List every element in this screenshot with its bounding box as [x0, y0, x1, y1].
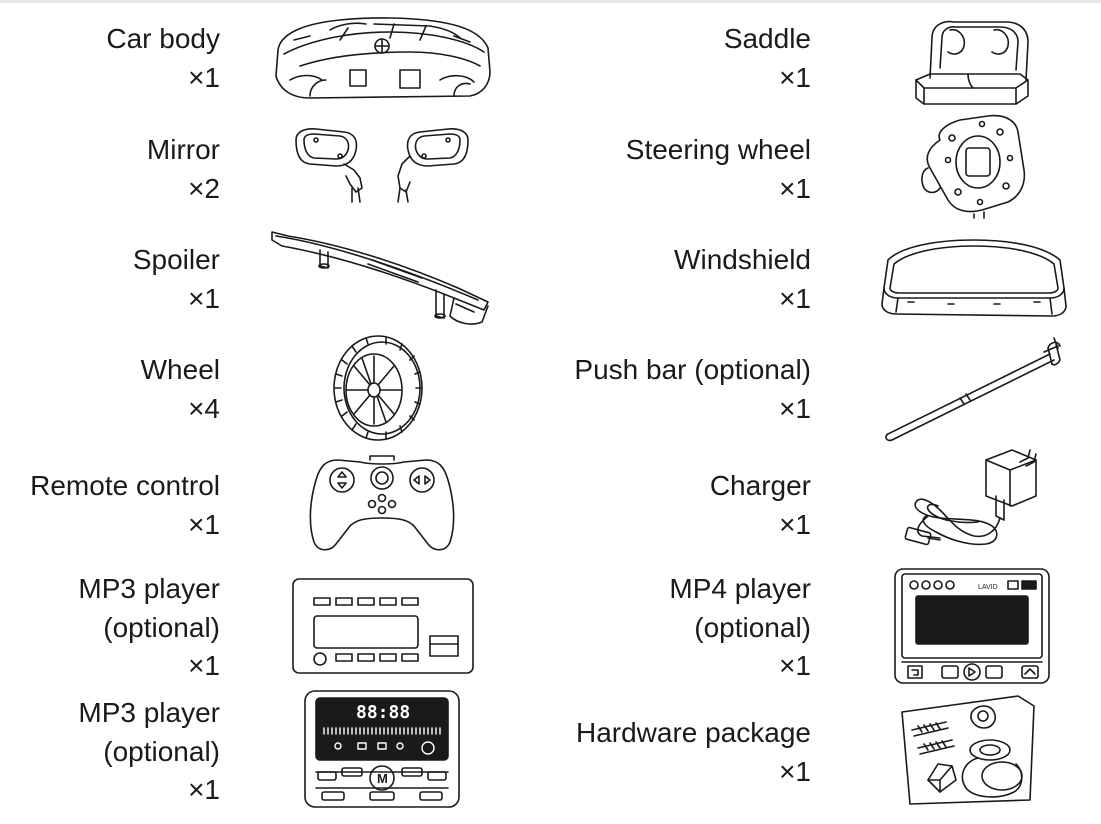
part-name: Hardware package [575, 717, 811, 748]
part-qty: ×1 [779, 755, 811, 787]
part-qty: ×2 [188, 172, 220, 204]
mp3-player-lcd-icon: 88:88 M [302, 688, 462, 810]
part-name: Charger [709, 470, 811, 501]
part-qty: ×1 [779, 508, 811, 540]
mp3-player-icon [290, 576, 476, 676]
mirror-label: Mirror ×2 [147, 131, 220, 208]
steering-wheel-icon [918, 110, 1030, 219]
saddle-label: Saddle ×1 [724, 20, 811, 97]
part-name-line1: MP4 player [669, 573, 811, 604]
part-qty: ×1 [188, 774, 220, 805]
part-name: Windshield [674, 244, 811, 275]
part-name-line2: (optional) [694, 611, 811, 643]
windshield-label: Windshield ×1 [674, 241, 811, 318]
part-qty: ×1 [779, 61, 811, 93]
part-qty: ×1 [188, 61, 220, 93]
mp3-player-lcd-label: MP3 player (optional) ×1 [78, 694, 220, 810]
charger-icon [900, 446, 1046, 552]
hardware-package-icon [898, 692, 1038, 808]
mp4-player-label: MP4 player (optional) ×1 [669, 570, 811, 686]
saddle-icon [910, 18, 1032, 110]
part-qty: ×1 [188, 508, 220, 540]
part-name: Mirror [146, 134, 220, 165]
part-name: Spoiler [132, 244, 220, 275]
car-body-icon [270, 10, 495, 102]
wheel-icon [330, 334, 426, 442]
remote-control-label: Remote control ×1 [30, 467, 220, 544]
part-qty: ×1 [779, 650, 811, 681]
mirror-icon [292, 126, 472, 208]
part-name-line1: MP3 player [78, 573, 220, 604]
part-name: Car body [106, 23, 220, 54]
wheel-label: Wheel ×4 [141, 351, 220, 428]
mp3-lcd-digits: 88:88 [356, 702, 410, 723]
part-name: Remote control [30, 470, 220, 501]
part-qty: ×1 [188, 282, 220, 314]
part-qty: ×1 [779, 282, 811, 314]
top-border [0, 0, 1101, 3]
mp4-player-icon: LAVID [892, 566, 1052, 686]
part-qty: ×1 [779, 172, 811, 204]
steering-wheel-label: Steering wheel ×1 [626, 131, 811, 208]
part-qty: ×1 [188, 650, 220, 681]
part-name-line2: (optional) [103, 735, 220, 767]
spoiler-icon [268, 228, 494, 330]
part-name-line1: MP3 player [78, 697, 220, 728]
part-qty: ×4 [188, 392, 220, 424]
svg-text:M: M [377, 771, 388, 786]
spoiler-label: Spoiler ×1 [133, 241, 220, 318]
part-name: Saddle [723, 23, 811, 54]
push-bar-icon [882, 334, 1066, 444]
mp4-screen-label: LAVID [978, 584, 998, 591]
car-body-label: Car body ×1 [106, 20, 220, 97]
part-name: Steering wheel [625, 134, 811, 165]
part-name: Push bar (optional) [574, 354, 811, 385]
part-name-line2: (optional) [103, 611, 220, 643]
windshield-icon [878, 236, 1070, 322]
push-bar-label: Push bar (optional) ×1 [574, 351, 811, 428]
remote-control-icon [308, 454, 456, 554]
part-qty: ×1 [779, 392, 811, 424]
hardware-package-label: Hardware package ×1 [576, 714, 811, 791]
charger-label: Charger ×1 [710, 467, 811, 544]
part-name: Wheel [140, 354, 220, 385]
mp3-player-label: MP3 player (optional) ×1 [78, 570, 220, 686]
